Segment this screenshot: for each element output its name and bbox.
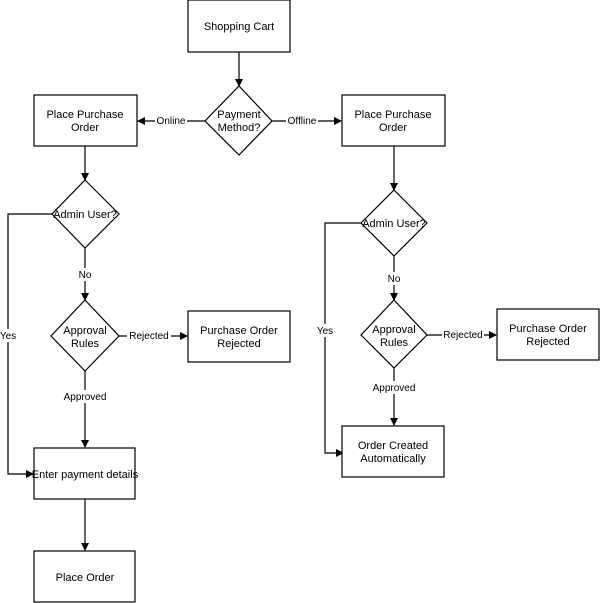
offline-label-bg bbox=[286, 114, 318, 127]
label-rejected-right: Rejected bbox=[443, 330, 482, 341]
label-place-po-right-1: Place Purchase bbox=[354, 109, 431, 121]
label-payment-method-2: Method? bbox=[218, 122, 261, 134]
node-enter-payment bbox=[33, 447, 136, 500]
label-po-rejected-right-1: Purchase Order bbox=[509, 323, 587, 335]
label-order-created-2: Automatically bbox=[360, 453, 426, 465]
yes-right-label-bg bbox=[316, 324, 334, 337]
approved-left-label-bg bbox=[61, 390, 109, 403]
node-shopping-cart bbox=[187, 0, 291, 53]
approved-right-label-bg bbox=[370, 381, 418, 394]
label-approval-right-2: Rules bbox=[380, 337, 409, 349]
label-yes-right: Yes bbox=[317, 326, 333, 337]
label-offline: Offline bbox=[288, 116, 317, 127]
edge-yes-left bbox=[7, 213, 52, 478]
node-po-rejected-right bbox=[496, 308, 600, 361]
label-admin-left: Admin User? bbox=[53, 209, 117, 221]
edge-yes-right bbox=[324, 222, 361, 457]
label-yes-left: Yes bbox=[0, 331, 16, 342]
node-payment-method bbox=[204, 85, 273, 156]
label-approval-left-1: Approval bbox=[63, 325, 106, 337]
node-order-created bbox=[341, 425, 445, 478]
label-approved-right: Approved bbox=[373, 383, 416, 394]
label-po-rejected-right-2: Rejected bbox=[526, 336, 569, 348]
label-no-right: No bbox=[388, 274, 401, 285]
no-left-label-bg bbox=[77, 268, 93, 281]
label-no-left: No bbox=[79, 270, 92, 281]
node-approval-right bbox=[360, 299, 428, 369]
yes-left-label-bg bbox=[0, 329, 17, 342]
label-enter-payment: Enter payment details bbox=[32, 469, 139, 481]
label-online: Online bbox=[157, 116, 186, 127]
label-place-po-right-2: Order bbox=[379, 122, 407, 134]
node-place-po-right bbox=[341, 94, 446, 147]
rejected-left-label-bg bbox=[127, 329, 171, 342]
label-order-created-1: Order Created bbox=[358, 440, 428, 452]
node-admin-right bbox=[360, 189, 428, 257]
label-admin-right: Admin User? bbox=[362, 218, 426, 230]
label-shopping-cart: Shopping Cart bbox=[204, 21, 274, 33]
label-rejected-left: Rejected bbox=[129, 331, 168, 342]
node-admin-left bbox=[51, 179, 120, 249]
label-po-rejected-left-2: Rejected bbox=[217, 338, 260, 350]
label-approval-left-2: Rules bbox=[71, 338, 100, 350]
label-approval-right-1: Approval bbox=[372, 324, 415, 336]
rejected-right-label-bg bbox=[442, 328, 484, 341]
node-approval-left bbox=[50, 299, 120, 372]
label-payment-method-1: Payment bbox=[217, 109, 260, 121]
label-approved-left: Approved bbox=[64, 392, 107, 403]
node-po-rejected-left bbox=[187, 310, 291, 363]
no-right-label-bg bbox=[386, 272, 402, 285]
label-place-order: Place Order bbox=[56, 572, 115, 584]
node-place-order bbox=[33, 550, 136, 603]
label-po-rejected-left-1: Purchase Order bbox=[200, 325, 278, 337]
label-place-po-left-1: Place Purchase bbox=[46, 109, 123, 121]
label-place-po-left-2: Order bbox=[71, 122, 99, 134]
online-label-bg bbox=[155, 114, 187, 127]
node-place-po-left bbox=[33, 94, 138, 147]
